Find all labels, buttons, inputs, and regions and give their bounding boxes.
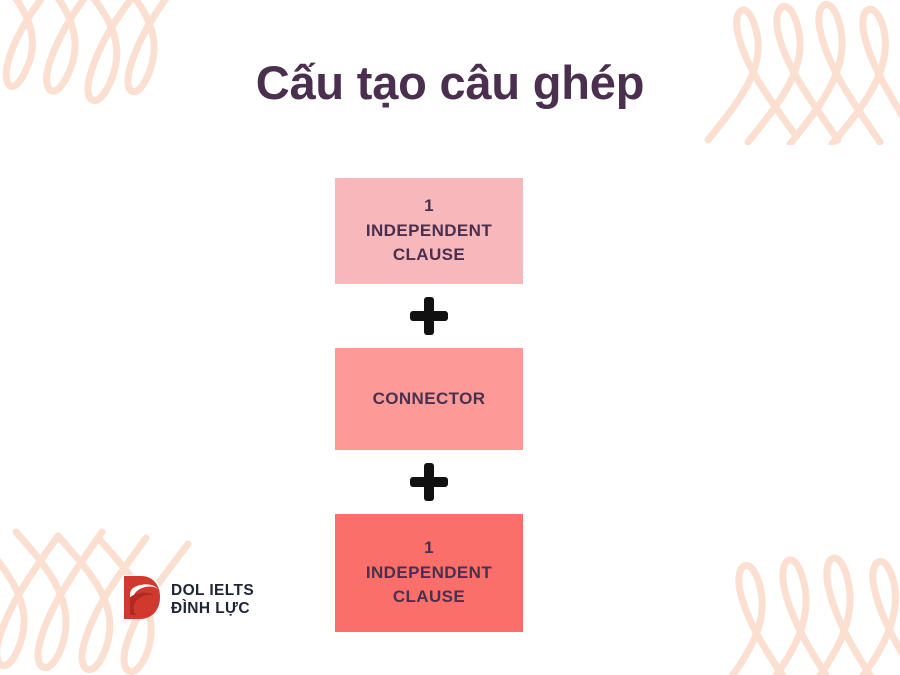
diagram-box-connector: CONNECTOR [335,348,523,450]
diagram-box-independent-clause-2: 1 INDEPENDENT CLAUSE [335,514,523,632]
plus-icon [410,463,448,501]
box1-line-3: CLAUSE [392,245,466,265]
plus-operator-2-wrapper [335,450,523,514]
brand-logo: DOL IELTS ĐÌNH LỰC [120,572,254,627]
scribble-decoration-bottom-right [698,525,900,675]
dol-d-mark-icon [120,572,162,627]
brand-logo-text: DOL IELTS ĐÌNH LỰC [171,582,254,617]
brand-logo-line-2: ĐÌNH LỰC [171,599,250,617]
composite-sentence-diagram: 1 INDEPENDENT CLAUSE CONNECTOR 1 INDEPEN… [335,178,523,632]
box1-line-2: INDEPENDENT [365,220,493,240]
box3-line-3: CLAUSE [392,587,466,607]
box3-line-2: INDEPENDENT [365,562,493,582]
page-title: Cấu tạo câu ghép [255,56,645,109]
brand-logo-line-1: DOL IELTS [171,582,255,600]
plus-operator-1-wrapper [335,284,523,348]
box3-line-1: 1 [424,538,434,558]
box2-line-1: CONNECTOR [372,388,486,408]
diagram-box-independent-clause-1: 1 INDEPENDENT CLAUSE [335,178,523,284]
box1-line-1: 1 [424,196,434,216]
plus-icon [410,297,448,335]
